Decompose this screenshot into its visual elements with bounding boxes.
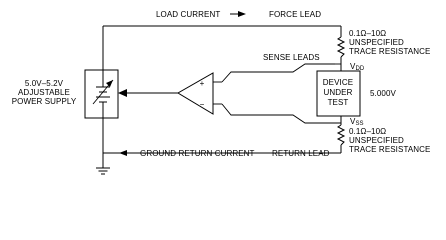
power-supply-line1: 5.0V–5.2V xyxy=(25,79,64,88)
power-supply-line3: POWER SUPPLY xyxy=(12,97,77,106)
device-voltage-label: 5.000V xyxy=(370,89,397,98)
amp-minus-label: − xyxy=(200,100,205,109)
vss-sub: SS xyxy=(355,121,363,127)
ground-return-current-label: GROUND RETURN CURRENT xyxy=(140,149,255,158)
bottom-resistor-icon xyxy=(336,124,346,146)
top-resistor-icon xyxy=(336,36,346,58)
circuit-diagram: LOAD CURRENT FORCE LEAD GROUND RETURN CU… xyxy=(11,10,431,175)
vdd-sub: DD xyxy=(355,66,364,72)
top-resistance-line3: TRACE RESISTANCE xyxy=(349,47,430,56)
vss-main: V xyxy=(350,117,356,126)
top-resistance-value: 0.1Ω–10Ω xyxy=(349,29,386,38)
power-supply-line2: ADJUSTABLE xyxy=(18,88,70,97)
bottom-resistance-line3: TRACE RESISTANCE xyxy=(349,145,430,154)
ground-icon xyxy=(96,167,110,175)
load-current-label: LOAD CURRENT xyxy=(156,10,220,19)
arrow-right-icon xyxy=(238,11,246,17)
top-resistance-line2: UNSPECIFIED xyxy=(349,38,404,47)
sense-lead-top xyxy=(221,63,335,83)
bottom-resistance-value: 0.1Ω–10Ω xyxy=(349,127,386,136)
amp-plus-label: + xyxy=(200,79,205,88)
return-lead-label: RETURN LEAD xyxy=(272,149,330,158)
device-line2: UNDER xyxy=(324,88,353,97)
arrow-left-icon xyxy=(119,150,127,156)
bottom-resistance-line2: UNSPECIFIED xyxy=(349,136,404,145)
variable-supply-icon xyxy=(106,80,113,87)
vdd-main: V xyxy=(350,62,356,71)
power-supply-box xyxy=(84,69,119,119)
sense-leads-label: SENSE LEADS xyxy=(263,53,320,62)
force-lead-label: FORCE LEAD xyxy=(269,10,321,19)
sense-lead-bottom xyxy=(221,103,341,124)
vss-label: VSS xyxy=(350,117,364,127)
feedback-arrow-icon xyxy=(118,89,127,97)
device-line1: DEVICE xyxy=(323,78,353,87)
op-amp-icon xyxy=(177,72,214,115)
device-under-test-box xyxy=(316,70,361,117)
device-line3: TEST xyxy=(328,98,349,107)
diagram-svg: LOAD CURRENT FORCE LEAD GROUND RETURN CU… xyxy=(12,10,430,175)
vdd-label: VDD xyxy=(350,62,365,72)
